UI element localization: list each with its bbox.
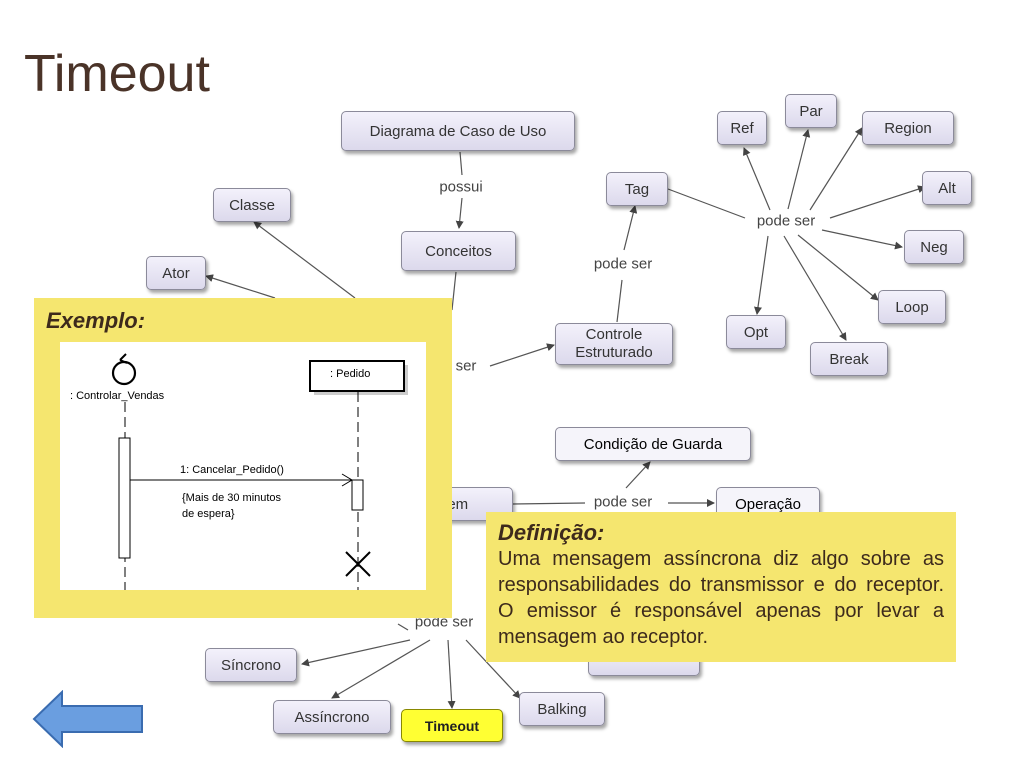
node-break[interactable]: Break xyxy=(810,342,888,376)
example-panel: Exemplo: : Controlar_Vendas : Pedido 1: … xyxy=(34,298,452,618)
link-arrow xyxy=(447,639,456,709)
node-alt[interactable]: Alt xyxy=(922,171,972,205)
link-arrow xyxy=(331,639,431,699)
node-timeout[interactable]: Timeout xyxy=(401,709,503,742)
node-par[interactable]: Par xyxy=(785,94,837,128)
example-heading: Exemplo: xyxy=(46,308,146,333)
definition-heading: Definição: xyxy=(498,520,605,545)
link-line xyxy=(667,188,746,219)
definition-text: Uma mensagem assíncrona diz algo sobre a… xyxy=(498,548,944,648)
link-arrow xyxy=(797,234,879,301)
link-line xyxy=(459,151,463,176)
node-ator[interactable]: Ator xyxy=(146,256,206,290)
node-region[interactable]: Region xyxy=(862,111,954,145)
link-arrow xyxy=(829,185,926,219)
link-arrow xyxy=(623,205,638,251)
link-arrow xyxy=(205,274,276,299)
object-label: : Pedido xyxy=(330,368,371,380)
link-arrow xyxy=(253,221,356,299)
destroy-icon xyxy=(345,551,371,577)
link-line xyxy=(451,271,457,311)
link-arrow xyxy=(489,343,555,367)
node-classe[interactable]: Classe xyxy=(213,188,291,222)
node-diagrama-caso-uso[interactable]: Diagrama de Caso de Uso xyxy=(341,111,575,151)
link-arrow xyxy=(301,639,411,667)
node-balking[interactable]: Balking xyxy=(519,692,605,726)
control-arrow-icon xyxy=(119,353,128,364)
node-opt[interactable]: Opt xyxy=(726,315,786,349)
link-arrow xyxy=(783,235,847,341)
activation-bar xyxy=(351,479,364,511)
slide-title: Timeout xyxy=(24,45,210,103)
link-arrow xyxy=(787,129,811,210)
node-neg[interactable]: Neg xyxy=(904,230,964,264)
node-condicao-guarda[interactable]: Condição de Guarda xyxy=(555,427,751,461)
link-label-pode-ser: pode ser xyxy=(591,255,655,273)
definition-panel: Definição: Uma mensagem assíncrona diz a… xyxy=(486,512,956,662)
link-arrow xyxy=(743,147,771,211)
link-arrow xyxy=(625,461,651,489)
object-box xyxy=(309,360,405,392)
link-arrow xyxy=(465,639,521,699)
node-conceitos[interactable]: Conceitos xyxy=(401,231,516,271)
sequence-diagram-graphics xyxy=(111,353,408,590)
link-label-pode-ser: pode ser xyxy=(754,212,818,230)
node-loop[interactable]: Loop xyxy=(878,290,946,324)
node-ref[interactable]: Ref xyxy=(717,111,767,145)
sequence-diagram: : Controlar_Vendas : Pedido 1: Cancelar_… xyxy=(60,342,426,590)
node-sincrono[interactable]: Síncrono xyxy=(205,648,297,682)
link-arrow xyxy=(821,229,903,250)
node-assincrono[interactable]: Assíncrono xyxy=(273,700,391,734)
link-arrow xyxy=(809,127,863,211)
actor-label: : Controlar_Vendas xyxy=(70,390,165,402)
message-arrowhead xyxy=(341,473,353,487)
left-arrow-icon[interactable] xyxy=(32,690,146,748)
link-arrow xyxy=(455,197,464,229)
link-line xyxy=(512,502,586,505)
activation-bar xyxy=(118,437,131,559)
node-controle-estruturado[interactable]: Controle Estruturado xyxy=(555,323,673,365)
message-label: 1: Cancelar_Pedido() xyxy=(180,464,284,476)
link-label-possui: possui xyxy=(437,178,485,196)
link-label-pode-ser: pode ser xyxy=(591,493,655,511)
link-label-ser: ser xyxy=(453,357,479,375)
node-tag[interactable]: Tag xyxy=(606,172,668,206)
control-icon xyxy=(111,360,137,386)
link-line xyxy=(616,279,623,323)
constraint-line1: {Mais de 30 minutos xyxy=(182,492,282,504)
link-line xyxy=(397,623,409,631)
link-arrow xyxy=(754,235,769,315)
constraint-line2: de espera} xyxy=(182,508,235,520)
